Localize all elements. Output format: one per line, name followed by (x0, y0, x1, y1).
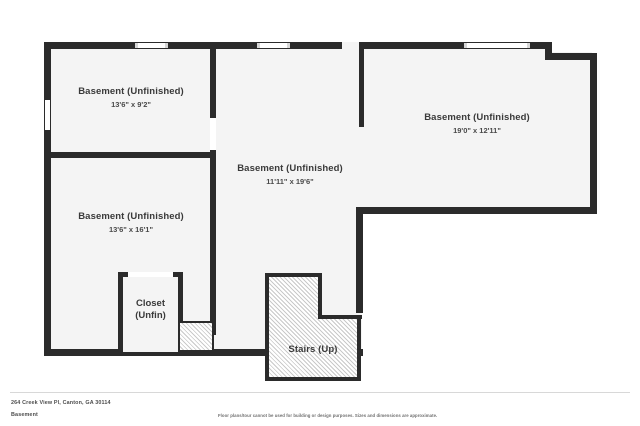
wall-closet-top-left-stub (118, 272, 128, 277)
wall-exterior-right-jog-vertical (545, 42, 552, 60)
room-label-basement-center: Basement (Unfinished) 11'11" x 19'6" (216, 163, 364, 186)
room-label-basement-bottom-left: Basement (Unfinished) 13'6" x 16'1" (46, 211, 216, 234)
wall-exterior-bottom (44, 349, 363, 356)
wall-interior-vertical-upper (210, 42, 216, 118)
floor-plan-canvas: Basement (Unfinished) 13'6" x 9'2" Basem… (44, 42, 597, 381)
room-label-stairs: Stairs (Up) (268, 344, 358, 356)
wall-stairs-left (265, 273, 269, 381)
wall-exterior-top-left-b (168, 42, 218, 49)
window-top-right (464, 42, 530, 49)
room-name-right: Basement (Unfinished) (424, 112, 530, 123)
room-name-bottom-left: Basement (Unfinished) (78, 211, 184, 222)
floor-fill-right-main (362, 52, 592, 214)
floor-fill-closet (122, 276, 180, 352)
footer-disclaimer: Floor plans/tour cannot be used for buil… (218, 413, 438, 418)
wall-stairs-right (357, 315, 361, 381)
wall-closet-right (178, 272, 183, 352)
wall-stairs-top (265, 273, 322, 277)
footer-level-title: Basement (11, 412, 38, 418)
floor-fill-top-left (48, 42, 214, 156)
room-name-top-left: Basement (Unfinished) (78, 86, 184, 97)
wall-stairs-bottom (265, 377, 361, 381)
stairs-hatch-lower-body (268, 318, 358, 379)
room-dims-center: 11'11" x 19'6" (266, 176, 314, 186)
wall-center-right (356, 207, 363, 313)
step-hatch-beside-closet (178, 321, 214, 352)
wall-exterior-left-upper (44, 42, 51, 100)
plan-footer: 264 Creek View Pl, Canton, GA 30114 Base… (0, 392, 640, 426)
room-name-closet-line1: Closet (135, 298, 166, 309)
wall-interior-horizontal-left (44, 152, 216, 158)
wall-closet-left (118, 272, 123, 352)
footer-address: 264 Creek View Pl, Canton, GA 30114 (11, 400, 111, 406)
wall-stairs-inner-vertical (318, 273, 322, 318)
room-name-center: Basement (Unfinished) (237, 163, 343, 174)
wall-interior-vertical-lower (210, 150, 216, 335)
room-label-basement-top-left: Basement (Unfinished) 13'6" x 9'2" (46, 86, 216, 109)
wall-exterior-top-left-a (44, 42, 135, 49)
wall-exterior-right-bottom (356, 207, 597, 214)
doorway-closet (128, 272, 173, 277)
wall-exterior-top-right-a (362, 42, 464, 49)
wall-right-room-left-partial (359, 42, 364, 127)
room-name-closet-line2: (Unfin) (135, 309, 166, 321)
wall-closet-top-right-stub (173, 272, 183, 277)
window-top-center (257, 42, 290, 49)
room-dims-right: 19'0" x 12'11" (453, 125, 501, 135)
room-name-stairs: Stairs (Up) (288, 344, 338, 355)
footer-divider (10, 392, 630, 393)
room-dims-top-left: 13'6" x 9'2" (111, 99, 151, 109)
room-label-closet: Closet (Unfin) (118, 298, 183, 322)
wall-exterior-far-right (590, 53, 597, 214)
window-left-exterior (44, 100, 51, 130)
wall-exterior-top-center-b (290, 42, 342, 49)
doorway-left-to-center (210, 118, 216, 150)
room-dims-bottom-left: 13'6" x 16'1" (108, 224, 154, 234)
wall-stairs-inner-horizontal (318, 315, 362, 319)
window-top-left (135, 42, 168, 49)
wall-exterior-top-right-b (530, 42, 552, 49)
wall-exterior-right-ledge (545, 53, 597, 60)
wall-exterior-top-center-a (218, 42, 257, 49)
wall-exterior-left-lower (44, 130, 51, 356)
room-label-basement-right: Basement (Unfinished) 19'0" x 12'11" (382, 112, 572, 135)
